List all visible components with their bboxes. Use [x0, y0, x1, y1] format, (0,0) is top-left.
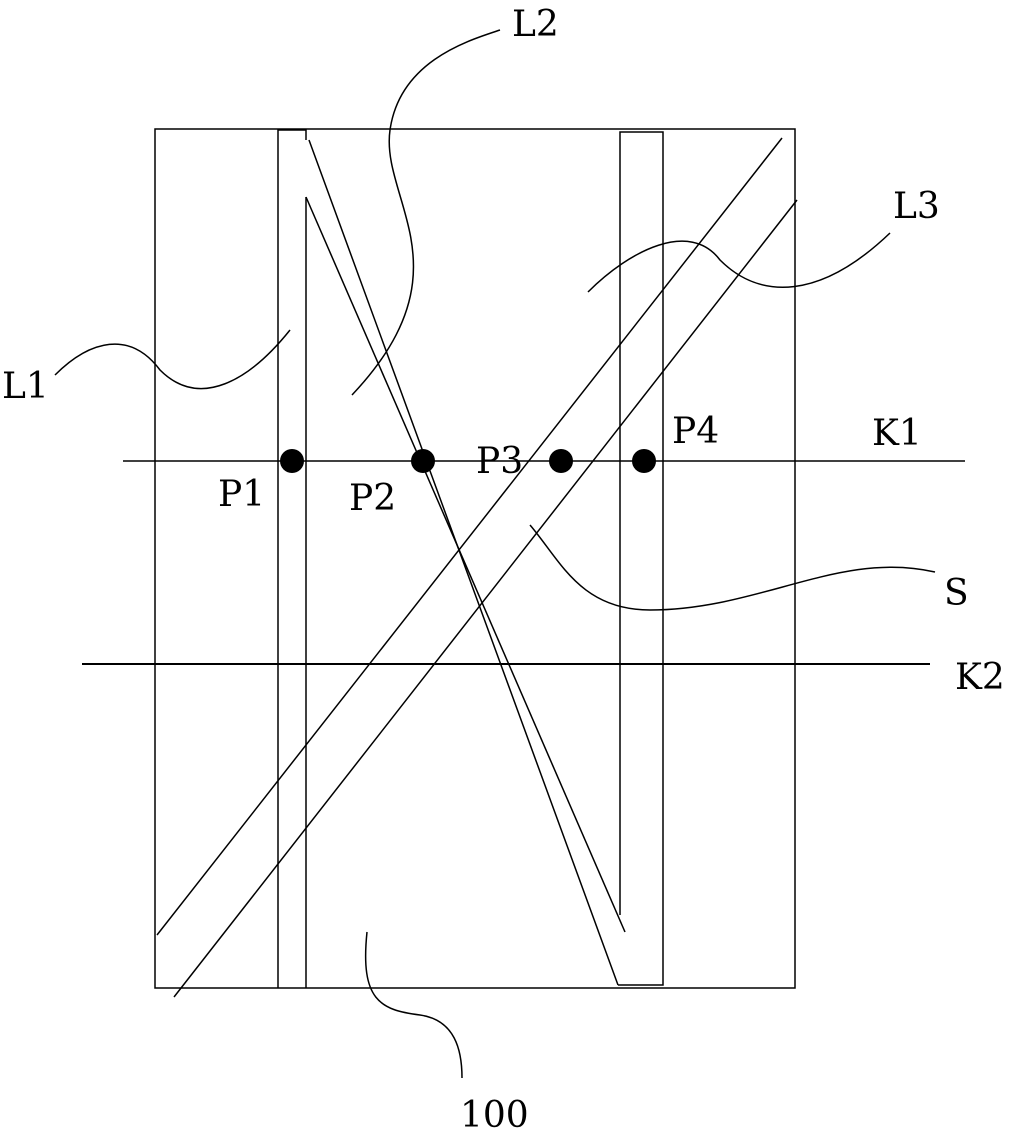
label-100: 100	[460, 1095, 529, 1136]
substrate-100	[154, 128, 796, 989]
label-p1: P1	[218, 474, 265, 515]
label-p2: P2	[349, 478, 396, 519]
line-l2	[305, 139, 626, 986]
diagonal-band	[156, 137, 798, 998]
leader-100	[364, 931, 463, 1079]
point-p1	[280, 449, 304, 473]
point-p3	[549, 449, 573, 473]
leader-l1	[54, 329, 291, 390]
label-s: S	[944, 573, 969, 614]
leader-s	[529, 524, 936, 611]
label-p4: P4	[672, 411, 719, 452]
leader-l3	[587, 232, 891, 293]
point-p4	[632, 449, 656, 473]
label-l1: L1	[2, 366, 49, 407]
label-l3: L3	[893, 186, 940, 227]
label-l2: L2	[512, 4, 559, 45]
label-p3: P3	[476, 441, 523, 482]
line-l3-strip	[618, 131, 664, 986]
line-l1	[277, 129, 307, 988]
label-k1: K1	[872, 413, 922, 454]
label-k2: K2	[955, 657, 1005, 698]
point-p2	[411, 449, 435, 473]
leader-l2	[351, 29, 501, 396]
